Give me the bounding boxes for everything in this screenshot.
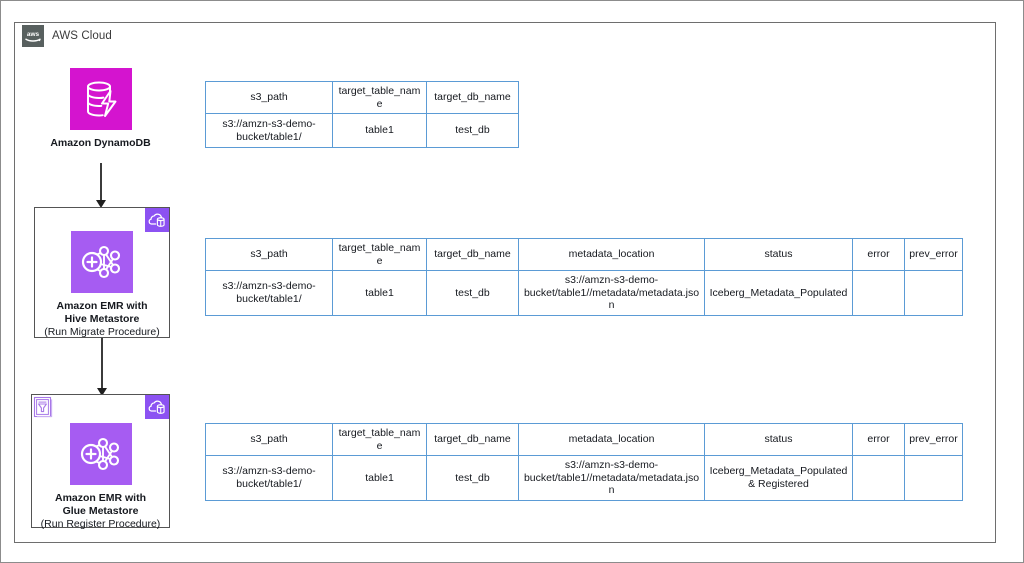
amazon-emr-icon [71,231,133,293]
table-header-row: s3_path target_table_name target_db_name… [205,238,963,271]
node-label: Amazon DynamoDB [50,137,151,149]
table-cell: test_db [426,113,519,148]
table-header-cell: target_db_name [426,81,519,114]
table-cell [852,455,905,501]
table-header-cell: error [852,238,905,271]
table-cell: table1 [332,455,427,501]
node-amazon-emr-hive-metastore[interactable]: Amazon EMR with Hive Metastore (Run Migr… [34,207,170,338]
node-label-line1: Amazon EMR with [54,492,146,504]
table-cell [904,270,963,316]
node-body: Amazon EMR with Glue Metastore (Run Regi… [32,423,169,531]
table-header-cell: prev_error [904,238,963,271]
node-caption: Amazon EMR with Hive Metastore (Run Migr… [44,300,160,339]
node-caption: Amazon EMR with Glue Metastore (Run Regi… [41,492,161,531]
table-dynamodb-input: s3_path target_table_name target_db_name… [205,81,519,148]
table-header-cell: s3_path [205,81,333,114]
table-header-cell: metadata_location [518,423,705,456]
table-cell: s3://amzn-s3-demo-bucket/table1//metadat… [518,455,705,501]
node-caption: Amazon DynamoDB [50,137,150,150]
node-amazon-dynamodb[interactable]: Amazon DynamoDB [38,68,163,150]
table-cell [904,455,963,501]
table-cell: test_db [426,270,519,316]
table-row: s3://amzn-s3-demo-bucket/table1/ table1 … [205,113,519,148]
amazon-emr-icon [69,423,132,485]
arrow-emr-hive-to-emr-glue-head [97,388,107,396]
arrow-emr-hive-to-emr-glue-line [101,338,103,390]
table-cell: s3://amzn-s3-demo-bucket/table1/ [205,113,333,148]
node-amazon-emr-glue-metastore[interactable]: Amazon EMR with Glue Metastore (Run Regi… [31,394,170,531]
table-header-cell: target_db_name [426,238,519,271]
table-after-migrate: s3_path target_table_name target_db_name… [205,238,963,316]
node-label-procedure: (Run Migrate Procedure) [44,326,160,338]
node-label-procedure: (Run Register Procedure) [40,518,161,530]
table-header-cell: prev_error [904,423,963,456]
table-cell: table1 [332,113,427,148]
table-cell: s3://amzn-s3-demo-bucket/table1/ [205,270,333,316]
svg-text:aws: aws [27,31,40,38]
table-header-cell: status [704,238,853,271]
aws-cloud-label-row: aws AWS Cloud [22,25,112,47]
table-row: s3://amzn-s3-demo-bucket/table1/ table1 … [205,270,963,316]
table-header-cell: target_table_name [332,81,427,114]
table-cell: s3://amzn-s3-demo-bucket/table1/ [205,455,333,501]
table-header-cell: s3_path [205,238,333,271]
arrow-dynamodb-to-emr-hive-line [100,163,102,203]
amazon-dynamodb-icon [69,68,132,130]
table-cell: Iceberg_Metadata_Populated & Registered [704,455,853,501]
emr-cluster-icon [145,208,169,232]
table-header-cell: metadata_location [518,238,705,271]
table-cell: s3://amzn-s3-demo-bucket/table1//metadat… [518,270,705,316]
node-label-line2: Glue Metastore [62,505,139,517]
node-body: Amazon EMR with Hive Metastore (Run Migr… [35,231,169,339]
table-header-cell: target_table_name [332,423,427,456]
table-header-cell: s3_path [205,423,333,456]
table-cell: test_db [426,455,519,501]
table-cell: table1 [332,270,427,316]
table-row: s3://amzn-s3-demo-bucket/table1/ table1 … [205,455,963,501]
table-cell [852,270,905,316]
aws-glue-icon [32,395,56,419]
table-header-row: s3_path target_table_name target_db_name… [205,423,963,456]
table-header-cell: error [852,423,905,456]
emr-cluster-icon [145,395,169,419]
arrow-dynamodb-to-emr-hive-head [96,200,106,208]
node-label-line2: Hive Metastore [64,313,140,325]
table-after-register: s3_path target_table_name target_db_name… [205,423,963,501]
table-header-row: s3_path target_table_name target_db_name [205,81,519,114]
table-cell: Iceberg_Metadata_Populated [704,270,853,316]
node-label-line1: Amazon EMR with [56,300,148,312]
table-header-cell: status [704,423,853,456]
table-header-cell: target_table_name [332,238,427,271]
aws-cloud-label: AWS Cloud [52,30,112,42]
table-header-cell: target_db_name [426,423,519,456]
aws-logo-icon: aws [22,25,44,47]
